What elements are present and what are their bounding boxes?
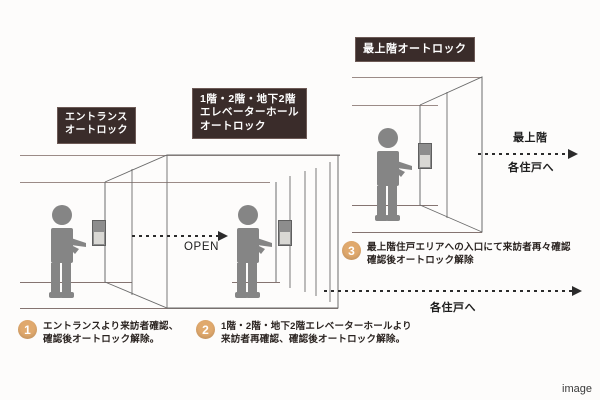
image-watermark: image — [562, 383, 592, 395]
intercom-screen-top-floor — [420, 154, 430, 167]
label-all-units: 各住戸へ — [430, 302, 476, 314]
arrow-open-flow — [132, 231, 228, 241]
visitor-figure-top-floor — [375, 128, 412, 221]
guide-line-right-ceiling — [352, 77, 482, 78]
guide-line-right-upper — [352, 105, 438, 106]
step-1: 1 エントランスより来訪者確認、 確認後オートロック解除。 — [18, 320, 178, 346]
label-top-floor-each-unit: 各住戸へ — [508, 162, 554, 174]
arrow-open-flow-dots — [132, 235, 219, 237]
label-top-floor-autolock: 最上階オートロック — [355, 37, 475, 63]
guide-line-left-upper — [20, 182, 270, 183]
intercom-panel-elevator-hall[interactable] — [278, 220, 292, 246]
intercom-screen-entrance — [94, 231, 104, 244]
arrow-open-flow-head — [218, 231, 228, 241]
intercom-panel-top-floor[interactable] — [418, 143, 432, 169]
arrow-top-floor-units-head — [568, 149, 578, 159]
step-1-number: 1 — [18, 320, 37, 339]
step-3-text: 最上階住戸エリアへの入口にて来訪者再々確認 確認後オートロック解除 — [367, 242, 571, 266]
open-label: OPEN — [184, 241, 219, 253]
guide-line-left-floor — [20, 282, 132, 283]
step-2-number: 2 — [196, 320, 215, 339]
guide-line-left-ceiling — [20, 155, 340, 156]
arrow-top-floor-units-dots — [478, 153, 569, 155]
arrow-top-floor-units — [478, 149, 578, 159]
label-elevator-hall-autolock: 1階・2階・地下2階 エレベーターホール オートロック — [192, 88, 307, 140]
guide-line-left-base — [20, 308, 338, 309]
step-3: 3 最上階住戸エリアへの入口にて来訪者再々確認 確認後オートロック解除 — [342, 241, 571, 267]
arrow-all-units — [324, 286, 582, 296]
intercom-panel-entrance[interactable] — [92, 220, 106, 246]
label-top-floor: 最上階 — [513, 132, 548, 144]
visitor-figure-entrance — [49, 205, 86, 298]
arrow-all-units-head — [572, 286, 582, 296]
label-entrance-autolock: エントランス オートロック — [57, 107, 136, 144]
intercom-screen-elevator-hall — [280, 231, 290, 244]
step-1-text: エントランスより来訪者確認、 確認後オートロック解除。 — [43, 321, 179, 345]
arrow-all-units-dots — [324, 290, 573, 292]
guide-line-right-base — [352, 232, 482, 233]
step-3-number: 3 — [342, 241, 361, 260]
step-2-text: 1階・2階・地下2階エレベーターホールより 来訪者再確認、確認後オートロック解除… — [221, 321, 412, 345]
step-2: 2 1階・2階・地下2階エレベーターホールより 来訪者再確認、確認後オートロック… — [196, 320, 412, 346]
visitor-figure-elevator-hall — [235, 205, 272, 298]
